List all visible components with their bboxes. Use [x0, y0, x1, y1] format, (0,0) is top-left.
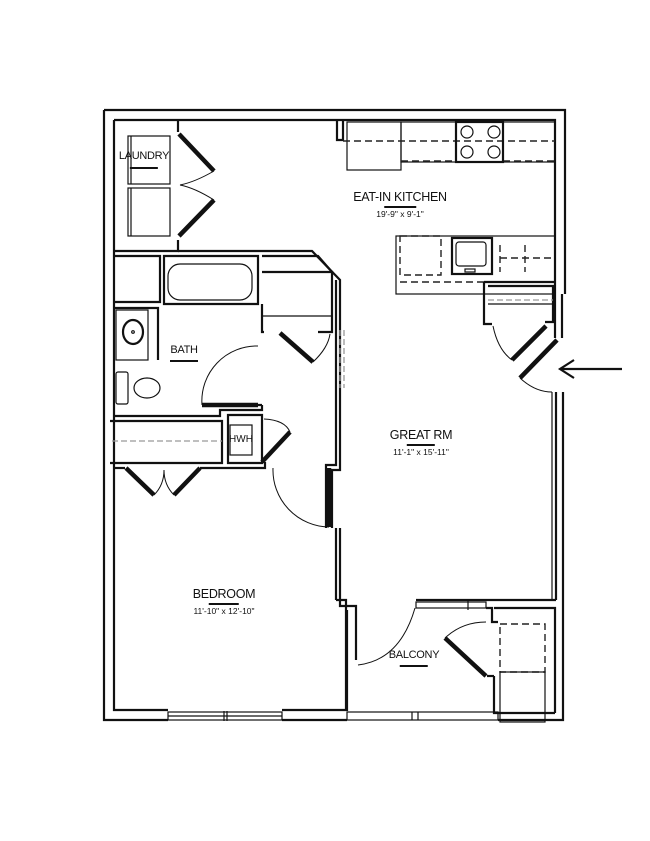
room-dimensions: 11'-1" x 15'-11" — [393, 446, 449, 457]
bath-door — [201, 345, 259, 408]
interior-walls — [114, 249, 358, 710]
room-name: BATH — [170, 344, 198, 356]
kitchen-sink — [450, 236, 494, 276]
label-underline — [399, 665, 428, 667]
bathtub — [167, 263, 253, 301]
room-label-eat-in-kitchen: EAT-IN KITCHEN 19'-9" x 9'-1" — [353, 190, 447, 219]
room-name: BEDROOM — [192, 587, 256, 601]
room-name: LAUNDRY — [118, 150, 170, 162]
entry-door — [518, 294, 564, 393]
toilet — [115, 371, 161, 405]
room-dimensions: 19'-9" x 9'-1" — [376, 208, 424, 219]
label-underline — [170, 360, 198, 362]
stove — [454, 120, 505, 164]
kitchen-island — [395, 235, 556, 295]
balcony-walls — [415, 598, 557, 723]
room-label-great-rm: GREAT RM 11'-1" x 15'-11" — [389, 428, 453, 457]
bedroom-window — [167, 711, 283, 721]
hwh-closet — [226, 413, 292, 465]
room-label-bedroom: BEDROOM 11'-10" x 12'-10" — [193, 587, 256, 616]
room-label-laundry: LAUNDRY — [119, 150, 169, 169]
label-underline — [209, 603, 239, 605]
room-label-bath: BATH — [170, 344, 198, 362]
fixture-label-hwh: HWH — [229, 434, 253, 445]
bedroom-closet — [110, 419, 267, 497]
balcony-door — [357, 607, 488, 678]
room-dimensions: 11'-10" x 12'-10" — [193, 605, 255, 616]
room-name: EAT-IN KITCHEN — [353, 190, 447, 204]
kitchen-upper-counter — [335, 120, 556, 171]
laundry-closet — [114, 120, 216, 253]
entry-closet — [482, 280, 555, 362]
bedroom-door — [272, 467, 332, 528]
exterior-walls — [102, 108, 567, 722]
bath-sink — [115, 309, 149, 361]
room-name: BALCONY — [388, 649, 440, 661]
room-name: GREAT RM — [389, 428, 453, 442]
label-underline — [384, 206, 416, 208]
room-label-balcony: BALCONY — [388, 649, 440, 667]
label-underline — [130, 167, 158, 169]
balcony-rail — [346, 711, 499, 721]
entry-arrow-icon — [557, 359, 622, 379]
linen-closet-door — [278, 331, 331, 364]
label-underline — [406, 444, 435, 446]
